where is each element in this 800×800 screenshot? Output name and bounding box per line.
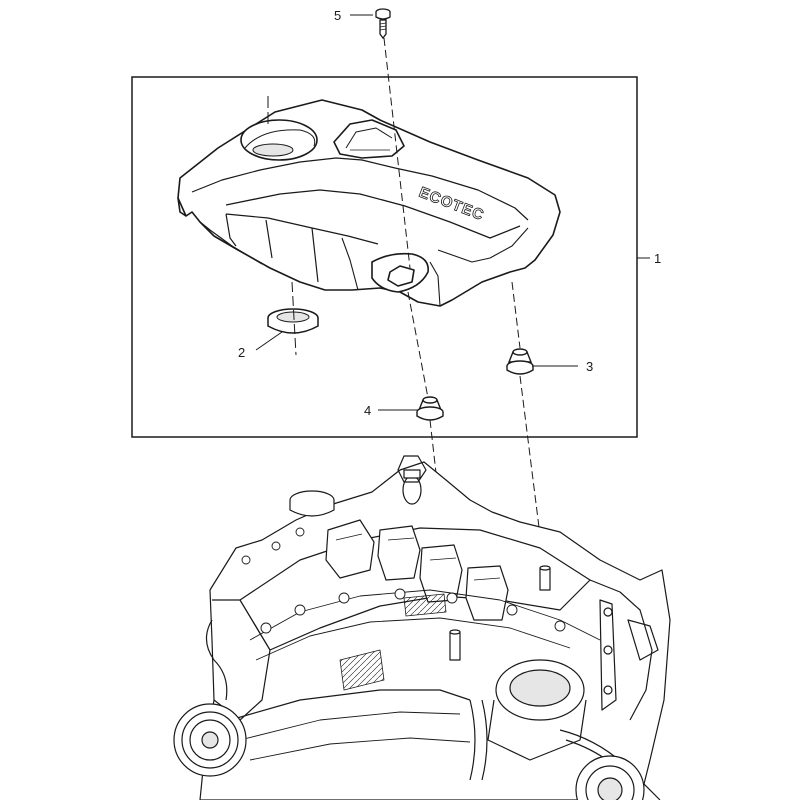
callout-5: 5 <box>334 8 341 23</box>
leader-lines <box>255 14 650 411</box>
grommet-part-3 <box>506 348 534 375</box>
callout-1: 1 <box>654 251 661 266</box>
assembly-group-frame <box>131 76 638 438</box>
crank-pulley <box>173 703 247 777</box>
head-bolts <box>241 527 566 634</box>
grommet-part-4 <box>416 396 444 421</box>
vacuum-pump <box>487 659 587 761</box>
bolt-part-5 <box>375 8 391 40</box>
grommet-part-2 <box>267 308 319 334</box>
ignition-coils <box>325 519 509 621</box>
accessory-pulley <box>575 755 645 800</box>
callout-3: 3 <box>586 359 593 374</box>
callout-2: 2 <box>238 345 245 360</box>
engine-cover: ECOTEC <box>177 99 561 307</box>
callout-4: 4 <box>364 403 371 418</box>
engine-assembly <box>173 455 671 800</box>
